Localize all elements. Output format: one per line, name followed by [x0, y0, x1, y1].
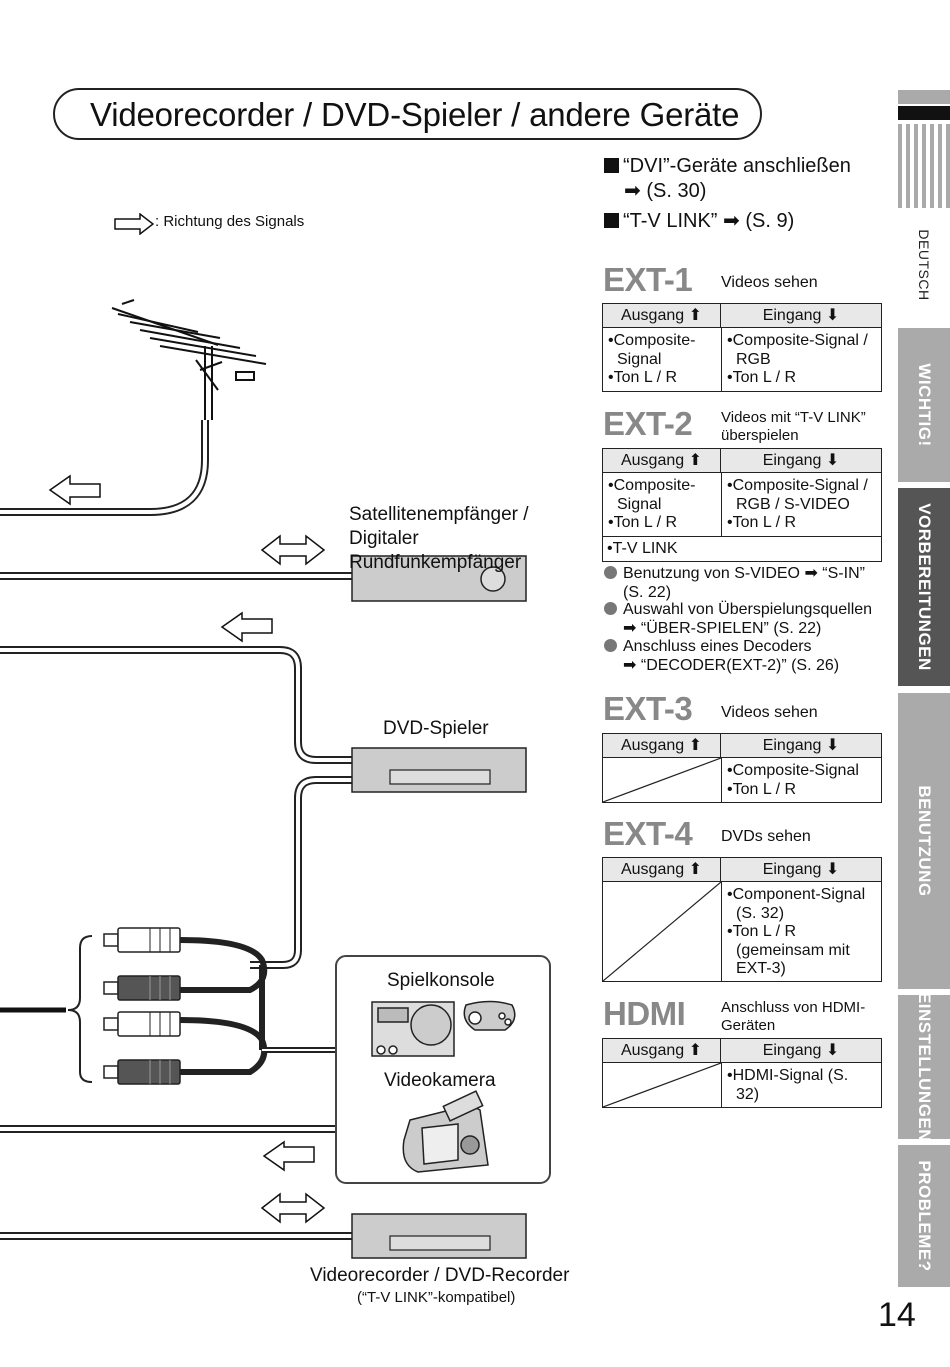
arrow-bidirectional-icon	[260, 534, 326, 1224]
in-header: Eingang ⬇	[721, 734, 881, 758]
list-item: •Composite-Signal	[608, 477, 696, 513]
square-bullet-icon	[604, 213, 619, 228]
sat-receiver-label: Satellitenempfänger / Digitaler Rundfunk…	[349, 504, 529, 573]
square-bullet-icon	[604, 158, 619, 173]
camcorder-icon	[402, 1090, 489, 1173]
tab-stripes	[898, 90, 950, 208]
tab-deutsch[interactable]: DEUTSCH	[916, 229, 932, 301]
dvd-player-label: DVD-Spieler	[383, 718, 489, 739]
dot-bullet-icon	[604, 602, 617, 615]
dot-bullet-icon	[604, 639, 617, 652]
hdmi-desc: Anschluss von HDMI-Geräten	[721, 999, 866, 1034]
list-item: •Ton L / R (gemeinsam mit EXT-3)	[727, 923, 850, 977]
arrow-left-icon	[220, 611, 273, 643]
in-header: Eingang ⬇	[721, 858, 881, 882]
out-header: Ausgang ⬆	[603, 304, 721, 328]
recorder-compat-note: (“T-V LINK”-kompatibel)	[357, 1289, 516, 1306]
arrow-up-icon: ⬆	[688, 737, 703, 754]
list-item: •Ton L / R	[608, 514, 678, 531]
list-item: •Ton L / R	[727, 780, 797, 798]
ext1-desc: Videos sehen	[721, 274, 818, 291]
ext2-note-3: Anschluss eines Decoders ➡ “DECODER(EXT-…	[604, 638, 839, 675]
ref-dvi[interactable]: “DVI”-Geräte anschließen	[604, 154, 851, 179]
dot-bullet-icon	[604, 566, 617, 579]
arrow-right-icon: ➡	[723, 210, 740, 232]
list-item: •Composite-Signal / RGB	[727, 332, 868, 368]
ext4-table: Ausgang ⬆ Eingang ⬇ •Component-Signal (S…	[602, 857, 882, 982]
list-item: •Component-Signal (S. 32)	[727, 886, 866, 922]
ref-dvi-page[interactable]: ➡ (S. 30)	[624, 180, 707, 202]
arrow-left-icon	[262, 1140, 315, 1172]
in-header: Eingang ⬇	[721, 304, 881, 328]
arrow-up-icon: ⬆	[688, 452, 703, 469]
out-header: Ausgang ⬆	[603, 449, 721, 473]
arrow-right-icon: ➡	[623, 619, 637, 637]
out-header: Ausgang ⬆	[603, 858, 721, 882]
rca-plug-icon	[103, 927, 336, 1085]
arrow-right-icon: ➡	[804, 565, 818, 582]
empty-cell-slash	[603, 1063, 721, 1107]
antenna-icon	[111, 299, 267, 420]
list-item: •Ton L / R	[608, 369, 678, 386]
page-title: Videorecorder / DVD-Spieler / andere Ger…	[90, 96, 740, 133]
out-header: Ausgang ⬆	[603, 734, 721, 758]
arrow-down-icon: ⬇	[825, 452, 840, 469]
empty-cell-slash	[603, 758, 721, 802]
hdmi-table: Ausgang ⬆ Eingang ⬇ •HDMI-Signal (S. 32)	[602, 1038, 882, 1108]
arrow-left-icon	[48, 474, 101, 506]
ext3-heading: EXT-3	[603, 690, 693, 727]
arrow-right-icon: ➡	[624, 180, 641, 202]
ext3-table: Ausgang ⬆ Eingang ⬇ •Composite-Signal •T…	[602, 733, 882, 803]
ext1-heading: EXT-1	[603, 261, 693, 298]
ref-tvlink[interactable]: “T-V LINK” ➡ (S. 9)	[604, 209, 794, 234]
tab-vorbereitungen[interactable]: VORBEREITUNGEN	[898, 488, 950, 686]
ext4-desc: DVDs sehen	[721, 828, 811, 845]
tab-benutzung[interactable]: BENUTZUNG	[898, 693, 950, 989]
arrow-down-icon: ⬇	[825, 861, 840, 878]
tab-einstellungen[interactable]: EINSTELLUNGEN	[898, 992, 950, 1142]
empty-cell-slash	[603, 882, 721, 981]
camcorder-label: Videokamera	[384, 1070, 496, 1091]
list-item: •HDMI-Signal (S. 32)	[727, 1067, 849, 1103]
tab-wichtig[interactable]: WICHTIG!	[898, 328, 950, 482]
ext3-desc: Videos sehen	[721, 704, 818, 721]
tab-probleme[interactable]: PROBLEME?	[898, 1145, 950, 1287]
ext4-heading: EXT-4	[603, 815, 693, 852]
list-item: •Ton L / R	[727, 369, 797, 386]
ext2-table: Ausgang ⬆ Eingang ⬇ •Composite-Signal •T…	[602, 448, 882, 562]
ext2-heading: EXT-2	[603, 405, 693, 442]
arrow-up-icon: ⬆	[688, 1042, 703, 1059]
arrow-right-icon: ➡	[623, 656, 637, 674]
page-number: 14	[878, 1296, 916, 1334]
gamepad-icon	[463, 1000, 516, 1031]
list-item: •Composite-Signal	[727, 762, 859, 779]
in-header: Eingang ⬇	[721, 449, 881, 473]
list-item: •Composite-Signal	[608, 332, 696, 368]
brace	[67, 935, 93, 1083]
in-header: Eingang ⬇	[721, 1039, 881, 1063]
recorder-label: Videorecorder / DVD-Recorder	[310, 1265, 570, 1286]
page-title-box: Videorecorder / DVD-Spieler / andere Ger…	[53, 88, 762, 140]
ext2-note-1: Benutzung von S-VIDEO ➡ “S-IN” (S. 22)	[604, 565, 865, 602]
ext2-extra-row: •T-V LINK	[603, 536, 881, 561]
arrow-up-icon: ⬆	[688, 861, 703, 878]
out-header: Ausgang ⬆	[603, 1039, 721, 1063]
hdmi-heading: HDMI	[603, 995, 686, 1032]
signal-arrow-icon	[114, 213, 154, 235]
ext2-note-2: Auswahl von Überspielungsquellen ➡ “ÜBER…	[604, 601, 872, 638]
arrow-down-icon: ⬇	[825, 1042, 840, 1059]
game-console-icon	[371, 1001, 455, 1057]
ext1-table: Ausgang ⬆ Eingang ⬇ •Composite-Signal •T…	[602, 303, 882, 392]
game-console-label: Spielkonsole	[387, 970, 495, 991]
arrow-down-icon: ⬇	[825, 737, 840, 754]
signal-legend: : Richtung des Signals	[155, 213, 305, 230]
connection-diagram	[0, 299, 551, 1259]
ext2-desc: Videos mit “T-V LINK” überspielen	[721, 409, 866, 444]
arrow-up-icon: ⬆	[688, 307, 703, 324]
list-item: •Composite-Signal / RGB / S-VIDEO	[727, 477, 868, 513]
list-item: •Ton L / R	[727, 514, 797, 531]
arrow-down-icon: ⬇	[825, 307, 840, 324]
